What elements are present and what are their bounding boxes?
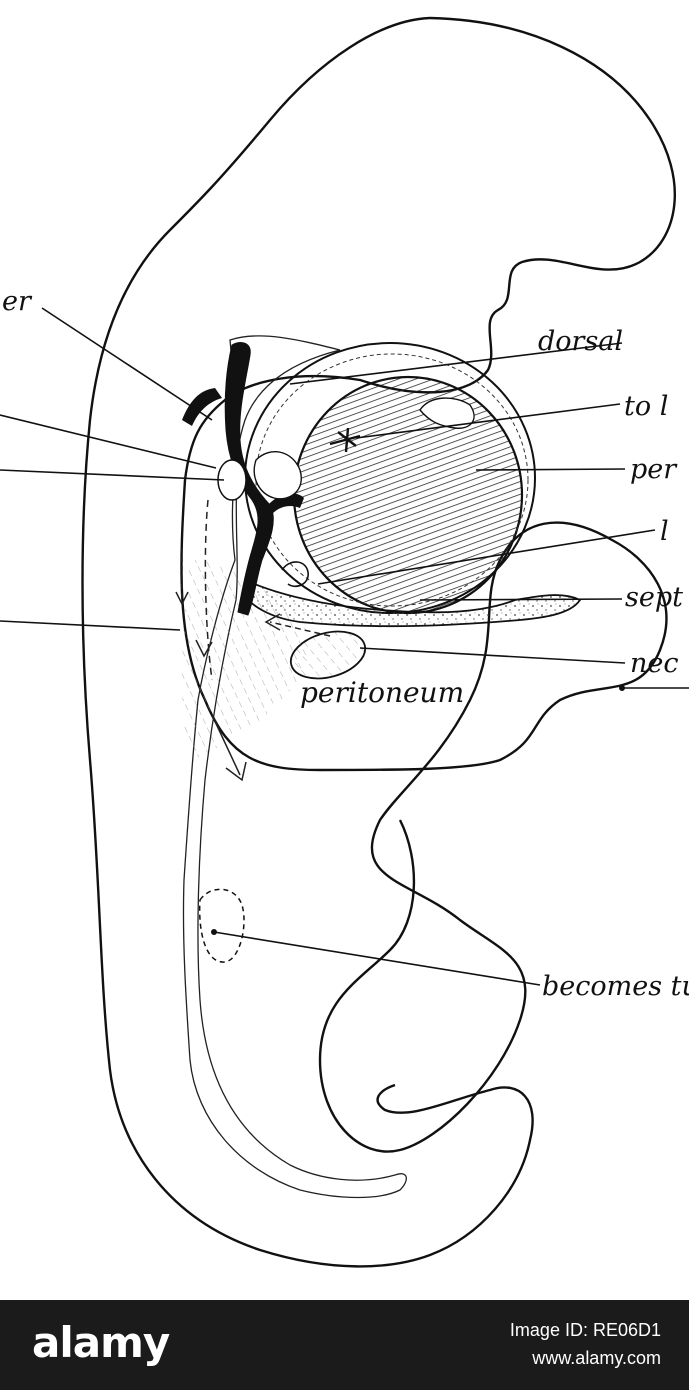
cross-mark bbox=[329, 427, 361, 453]
vessel-black bbox=[224, 342, 274, 616]
label-l: l bbox=[660, 516, 669, 547]
label-per: per bbox=[630, 454, 678, 485]
label-er: er bbox=[2, 286, 33, 317]
label-sept: sept bbox=[625, 582, 683, 613]
septum-shelf bbox=[244, 578, 582, 628]
label-to-l: to l bbox=[624, 391, 668, 422]
curl-structure bbox=[281, 561, 309, 588]
alamy-logo: alamy bbox=[32, 1318, 170, 1367]
site-url: www.alamy.com bbox=[532, 1348, 661, 1368]
pericardium-inner bbox=[255, 353, 529, 607]
label-peritoneum: peritoneum bbox=[300, 676, 464, 709]
dashed-region bbox=[198, 888, 245, 963]
liver-region bbox=[181, 560, 308, 760]
vessel-branch bbox=[182, 388, 222, 426]
label-nec: nec bbox=[630, 648, 679, 679]
label-dorsal: dorsal bbox=[538, 326, 623, 357]
embryo-back-outline bbox=[81, 16, 534, 1268]
watermark-bar: alamy Image ID: RE06D1 www.alamy.com bbox=[0, 1300, 689, 1390]
flow-arrows bbox=[175, 499, 331, 782]
embryo-section-drawing: er dorsal to l per l sept nec peritoneum… bbox=[0, 16, 689, 1268]
embryo-outline bbox=[180, 16, 677, 1153]
white-lobe bbox=[253, 451, 302, 500]
image-id: Image ID: RE06D1 bbox=[509, 1320, 661, 1340]
label-becomes: becomes tu bbox=[542, 971, 689, 1002]
leader-lines bbox=[0, 307, 689, 986]
